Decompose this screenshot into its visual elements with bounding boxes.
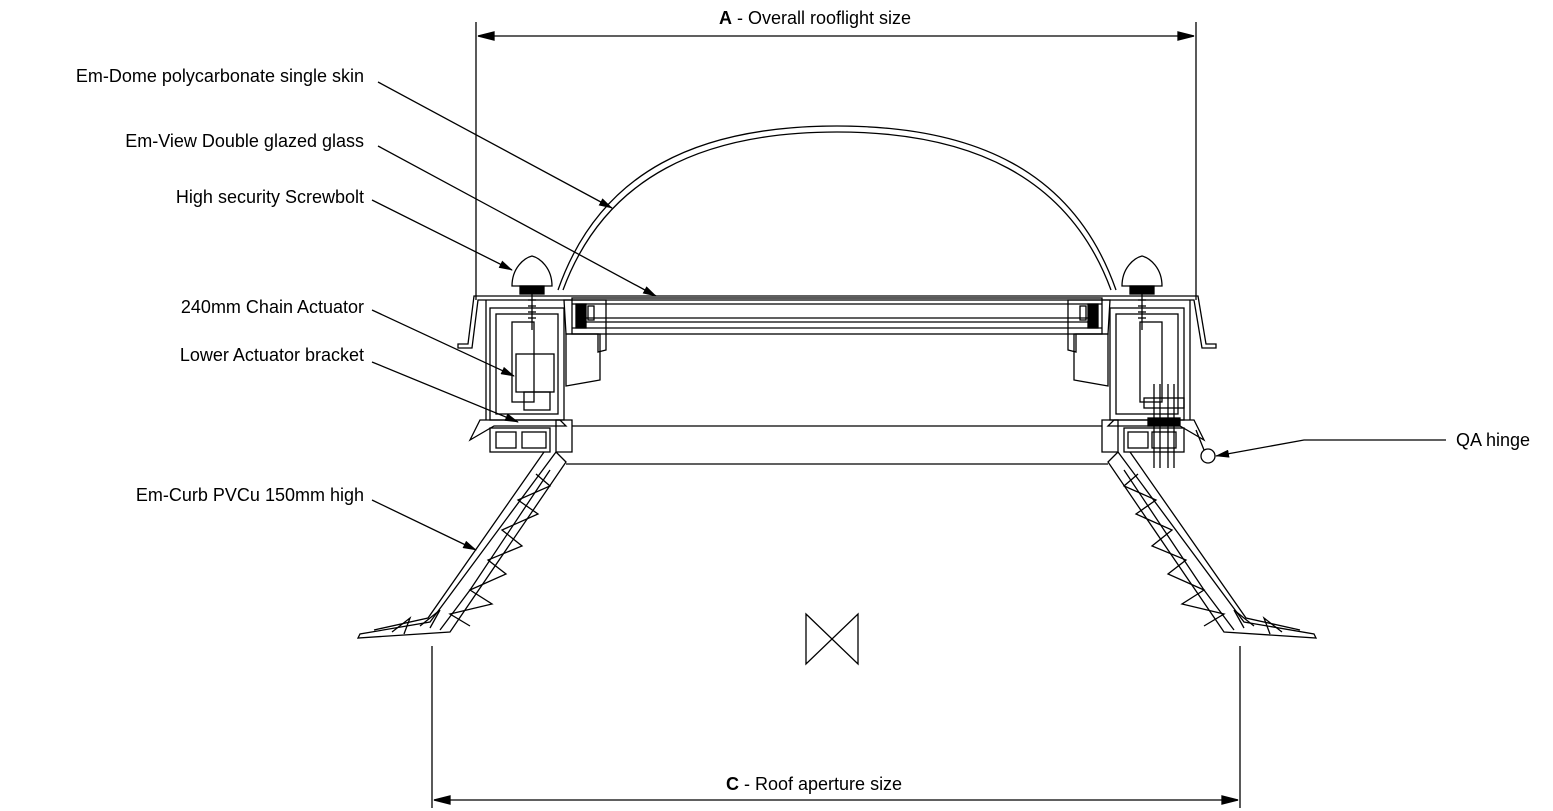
- label-screwbolt: High security Screwbolt: [175, 187, 364, 207]
- opening-symbol: [805, 612, 859, 666]
- label-hinge: QA hinge: [1456, 430, 1531, 450]
- label-bracket: Lower Actuator bracket: [179, 345, 364, 365]
- curb-left: [356, 451, 567, 639]
- dimension-a-label: A - Overall rooflight size: [719, 8, 911, 28]
- dimension-a-letter: A: [719, 8, 732, 28]
- dimension-a: [475, 22, 1197, 300]
- dimension-c-letter: C: [726, 774, 739, 794]
- leader-lines: [371, 81, 1446, 551]
- qa-hinge-shape: [1195, 429, 1216, 464]
- glass-unit: [571, 297, 1103, 335]
- label-dome: Em-Dome polycarbonate single skin: [75, 66, 364, 86]
- frame-outline: [457, 295, 1217, 420]
- curb-right: [1107, 451, 1318, 639]
- label-actuator: 240mm Chain Actuator: [180, 297, 364, 317]
- label-glass: Em-View Double glazed glass: [125, 131, 364, 151]
- dimension-a-text: - Overall rooflight size: [732, 8, 912, 28]
- screwbolt-right: [1121, 255, 1163, 330]
- inner-opening: [566, 425, 1108, 465]
- right-frame-profile: [1067, 299, 1206, 468]
- dome-shape: [557, 125, 1117, 291]
- dimension-c-label: C - Roof aperture size: [726, 774, 902, 794]
- dimension-c-text: - Roof aperture size: [739, 774, 903, 794]
- screwbolt-left: [511, 255, 553, 330]
- label-curb: Em-Curb PVCu 150mm high: [135, 485, 364, 505]
- left-frame-profile: [468, 299, 607, 453]
- dimension-c: [431, 646, 1241, 808]
